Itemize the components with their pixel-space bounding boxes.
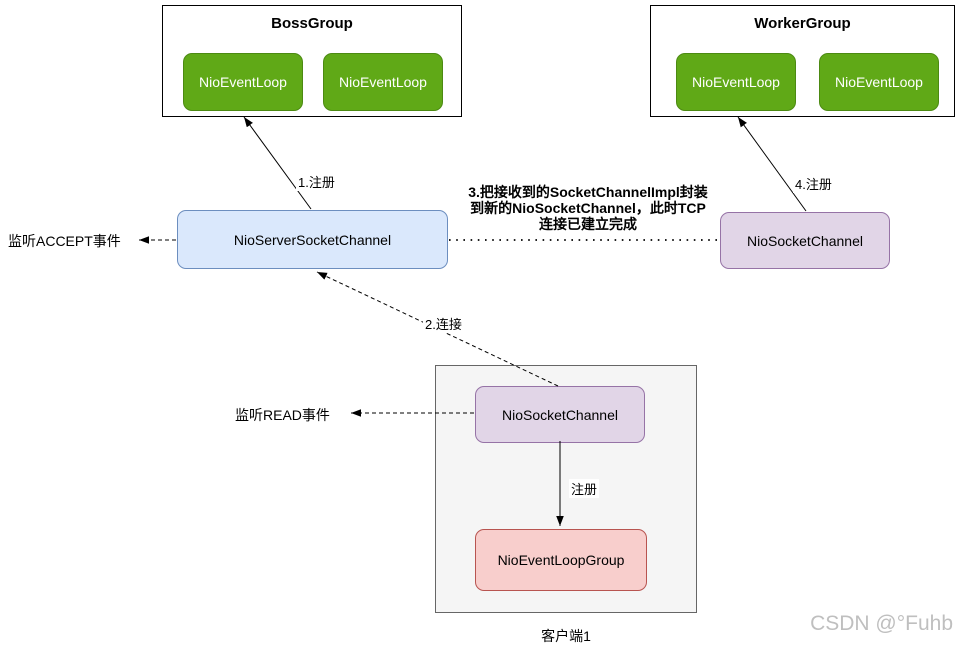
boss-event-loop-2-label: NioEventLoop [339, 74, 427, 90]
edge-step1-register [243, 116, 312, 210]
step2-label: 2.连接 [423, 314, 464, 333]
client-nio-socket-channel-node: NioSocketChannel [475, 386, 645, 443]
client-nio-socket-channel-label: NioSocketChannel [502, 406, 618, 423]
step3-annotation: 3.把接收到的SocketChannelImpl封装 到新的NioSocketC… [448, 184, 728, 232]
client-caption: 客户端1 [541, 628, 591, 644]
worker-event-loop-1-label: NioEventLoop [692, 74, 780, 90]
boss-event-loop-1-label: NioEventLoop [199, 74, 287, 90]
listen-accept-label: 监听ACCEPT事件 [8, 233, 121, 249]
client-nio-event-loop-group-node: NioEventLoopGroup [475, 529, 647, 591]
worker-nio-socket-channel-label: NioSocketChannel [747, 232, 863, 249]
watermark: CSDN @°Fuhb [810, 612, 953, 635]
boss-group-title: BossGroup [271, 15, 353, 32]
nio-server-socket-channel-node: NioServerSocketChannel [177, 210, 448, 269]
worker-group-title: WorkerGroup [754, 15, 851, 32]
client-nio-event-loop-group-label: NioEventLoopGroup [497, 552, 625, 568]
step3-line3: 连接已建立完成 [539, 216, 637, 232]
worker-event-loop-2: NioEventLoop [819, 53, 939, 111]
step4-label: 4.注册 [793, 174, 834, 193]
boss-group-container: BossGroup NioEventLoop NioEventLoop [162, 5, 462, 117]
edge-step4-register [737, 116, 807, 212]
worker-nio-socket-channel-node: NioSocketChannel [720, 212, 890, 269]
step1-label: 1.注册 [296, 172, 337, 191]
step3-line1: 3.把接收到的SocketChannelImpl封装 [468, 184, 708, 200]
boss-event-loop-1: NioEventLoop [183, 53, 303, 111]
worker-group-container: WorkerGroup NioEventLoop NioEventLoop [650, 5, 955, 117]
step3-line2: 到新的NioSocketChannel，此时TCP [470, 200, 706, 216]
client-register-label: 注册 [569, 479, 600, 498]
listen-read-label: 监听READ事件 [235, 407, 330, 423]
boss-event-loop-2: NioEventLoop [323, 53, 443, 111]
nio-server-socket-channel-label: NioServerSocketChannel [233, 231, 392, 248]
worker-event-loop-2-label: NioEventLoop [835, 74, 923, 90]
worker-event-loop-1: NioEventLoop [676, 53, 796, 111]
